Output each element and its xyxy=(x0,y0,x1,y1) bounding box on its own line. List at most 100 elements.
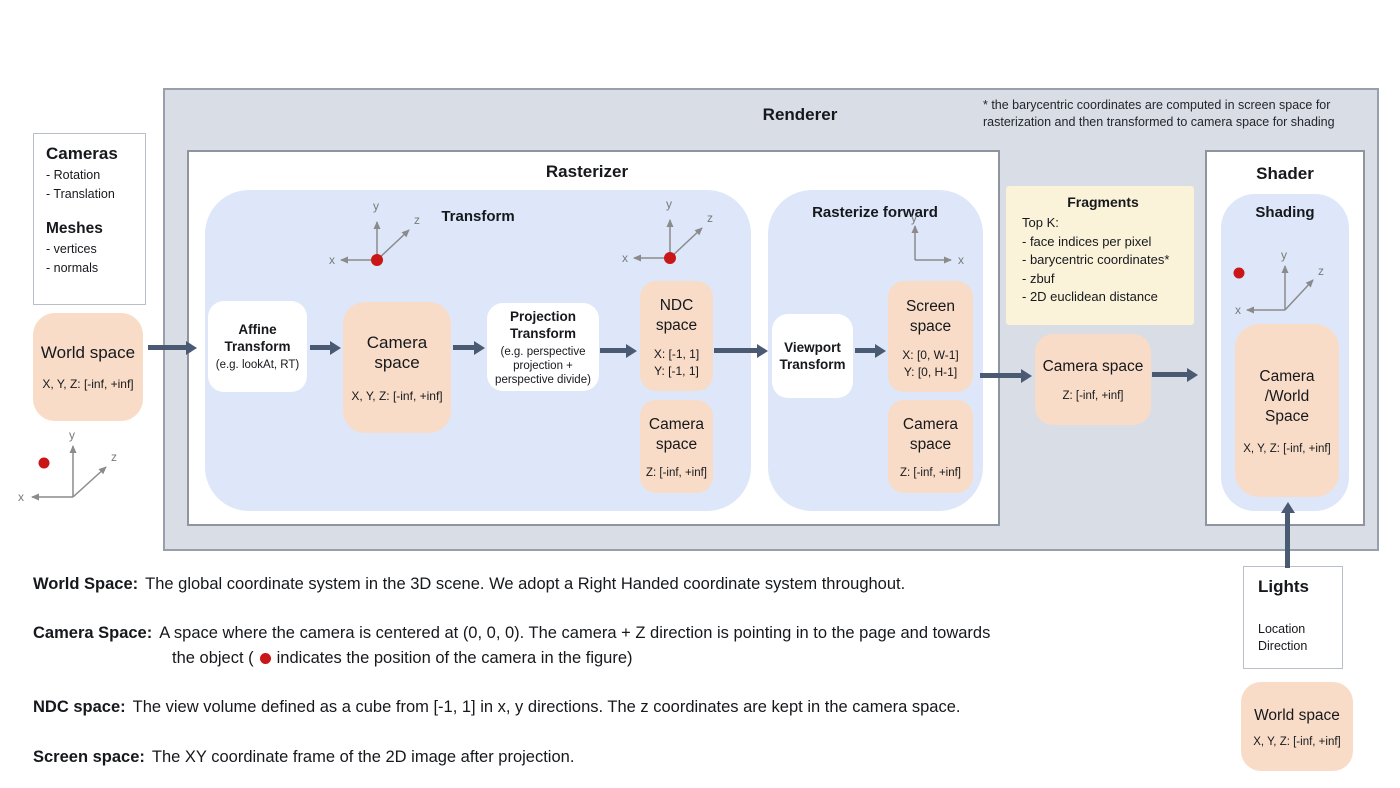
definition-term: Screen space: xyxy=(33,748,145,766)
lights-box: Lights Location Direction xyxy=(1243,566,1343,669)
definition-term: NDC space: xyxy=(33,698,126,716)
camera-position-dot xyxy=(259,653,271,664)
definition-text: indicates the position of the camera in … xyxy=(276,649,633,667)
rasterizer-title: Rasterizer xyxy=(545,162,629,181)
definition-text: the object ( xyxy=(172,649,254,667)
camera-origin-axes-icon: y x z xyxy=(329,199,420,267)
x-axis-label: x xyxy=(622,251,628,265)
fragments-item: - barycentric coordinates* xyxy=(1022,252,1170,267)
y-axis-label: y xyxy=(911,214,917,225)
rasterize-forward-title: Rasterize forward xyxy=(812,204,938,221)
flow-arrow xyxy=(714,348,758,353)
viewport-transform-title: Viewport Transform xyxy=(779,340,846,372)
z-axis-label: z xyxy=(414,213,420,227)
fragments-item: - zbuf xyxy=(1022,270,1055,286)
z-axis-label: z xyxy=(1318,264,1324,278)
meshes-item: - vertices xyxy=(46,242,97,256)
cameras-panel: Cameras - Rotation - Translation Meshes … xyxy=(33,133,146,305)
projection-transform-subtitle: (e.g. perspective projection + perspecti… xyxy=(495,345,591,386)
fragments-item: - 2D euclidean distance xyxy=(1022,289,1158,304)
camera-space-title: Camera space xyxy=(366,332,428,372)
screen-axes-icon: y x xyxy=(911,214,964,267)
affine-transform-subtitle: (e.g. lookAt, RT) xyxy=(215,359,300,371)
lights-world-space-title: World space xyxy=(1254,706,1340,724)
flow-arrow xyxy=(1152,372,1188,377)
shading-axes-icon: y x z xyxy=(1233,250,1324,317)
definition-text: The view volume defined as a cube from [… xyxy=(132,698,961,716)
shading-title: Shading xyxy=(1255,204,1315,221)
lights-item: Location xyxy=(1258,622,1306,636)
rf-camera-space-box: Camera space Z: [-inf, +inf] xyxy=(888,400,973,493)
x-axis-label: x xyxy=(18,490,24,504)
screen-space-title: Screen space xyxy=(905,297,956,335)
renderer-title: Renderer xyxy=(762,105,838,124)
camera-world-space-title: Camera /World Space xyxy=(1259,367,1315,425)
rf-camera-space-title: Camera space xyxy=(902,415,959,453)
flow-arrow xyxy=(855,348,876,353)
camera-position-dot xyxy=(38,457,50,469)
x-axis-label: x xyxy=(329,253,335,267)
z-axis-label: z xyxy=(707,211,713,225)
affine-transform-title: Affine Transform xyxy=(224,322,291,354)
definition-camera-space: Camera Space:A space where the camera is… xyxy=(33,621,1143,671)
y-axis-label: y xyxy=(69,428,75,442)
projection-transform-title: Projection Transform xyxy=(509,308,577,341)
lights-world-space-box: World space X, Y, Z: [-inf, +inf] xyxy=(1241,682,1353,771)
screen-range-x: X: [0, W-1] xyxy=(902,347,959,362)
z-axis-label: z xyxy=(111,450,117,464)
camera-position-dot xyxy=(664,252,676,264)
viewport-transform-box: Viewport Transform xyxy=(772,314,853,398)
definition-world-space: World Space: The global coordinate system… xyxy=(33,572,1133,597)
flow-arrow xyxy=(148,345,187,350)
camera-space-output-box: Camera space Z: [-inf, +inf] xyxy=(1035,334,1151,425)
flow-arrow xyxy=(310,345,331,350)
cameras-item: - Translation xyxy=(46,187,115,201)
y-axis-label: y xyxy=(1281,250,1287,262)
note-line-1: * the barycentric coordinates are comput… xyxy=(983,98,1331,112)
lights-world-space-range: X, Y, Z: [-inf, +inf] xyxy=(1253,735,1341,748)
camera-origin-axes-icon: y x z xyxy=(622,197,713,265)
y-axis-label: y xyxy=(666,197,672,211)
rf-camera-space-range: Z: [-inf, +inf] xyxy=(899,466,962,479)
camera-position-dot xyxy=(371,254,383,266)
y-axis-label: y xyxy=(373,199,379,213)
ndc-space-box: NDC space X: [-1, 1] Y: [-1, 1] xyxy=(640,281,713,391)
screen-range-y: Y: [0, H-1] xyxy=(903,364,958,379)
cameras-item: - Rotation xyxy=(46,168,101,182)
camera-world-space-box: Camera /World Space X, Y, Z: [-inf, +inf… xyxy=(1235,324,1339,497)
ndc-camera-space-range: Z: [-inf, +inf] xyxy=(645,466,708,479)
fragments-box: Fragments Top K: - face indices per pixe… xyxy=(1006,186,1194,325)
definition-text: The XY coordinate frame of the 2D image … xyxy=(151,748,575,766)
flow-arrow xyxy=(980,373,1022,378)
x-axis-label: x xyxy=(1235,303,1241,317)
flow-arrow xyxy=(453,345,475,350)
world-space-input-range: X, Y, Z: [-inf, +inf] xyxy=(42,377,134,391)
transform-title: Transform xyxy=(441,208,515,225)
fragments-title: Fragments xyxy=(1067,194,1139,210)
affine-transform-box: Affine Transform (e.g. lookAt, RT) xyxy=(208,301,307,392)
definition-text: The global coordinate system in the 3D s… xyxy=(145,575,906,593)
flow-arrow xyxy=(600,348,627,353)
camera-space-output-title: Camera space xyxy=(1042,358,1144,375)
definition-ndc-space: NDC space: The view volume defined as a c… xyxy=(33,695,1133,720)
ndc-camera-space-title: Camera space xyxy=(648,415,705,453)
camera-space-range: X, Y, Z: [-inf, +inf] xyxy=(351,388,443,403)
meshes-item: - normals xyxy=(46,261,99,275)
world-space-input-box: World space X, Y, Z: [-inf, +inf] xyxy=(33,313,143,421)
definition-term: World Space: xyxy=(33,575,139,593)
fragments-item: - face indices per pixel xyxy=(1022,233,1152,249)
ndc-camera-space-box: Camera space Z: [-inf, +inf] xyxy=(640,400,713,493)
lights-title: Lights xyxy=(1258,577,1309,596)
camera-space-box: Camera space X, Y, Z: [-inf, +inf] xyxy=(343,302,451,433)
camera-world-space-range: X, Y, Z: [-inf, +inf] xyxy=(1243,442,1331,455)
definition-text: A space where the camera is centered at … xyxy=(159,624,991,642)
ndc-space-title: NDC space xyxy=(655,297,698,334)
meshes-title: Meshes xyxy=(46,220,103,237)
world-axes-icon: y x z xyxy=(18,428,117,504)
lights-item: Direction xyxy=(1258,639,1308,653)
world-space-input-title: World space xyxy=(40,343,136,362)
ndc-range-y: Y: [-1, 1] xyxy=(654,364,699,378)
barycentric-note: * the barycentric coordinates are comput… xyxy=(983,97,1363,130)
camera-space-output-range: Z: [-inf, +inf] xyxy=(1062,390,1124,402)
